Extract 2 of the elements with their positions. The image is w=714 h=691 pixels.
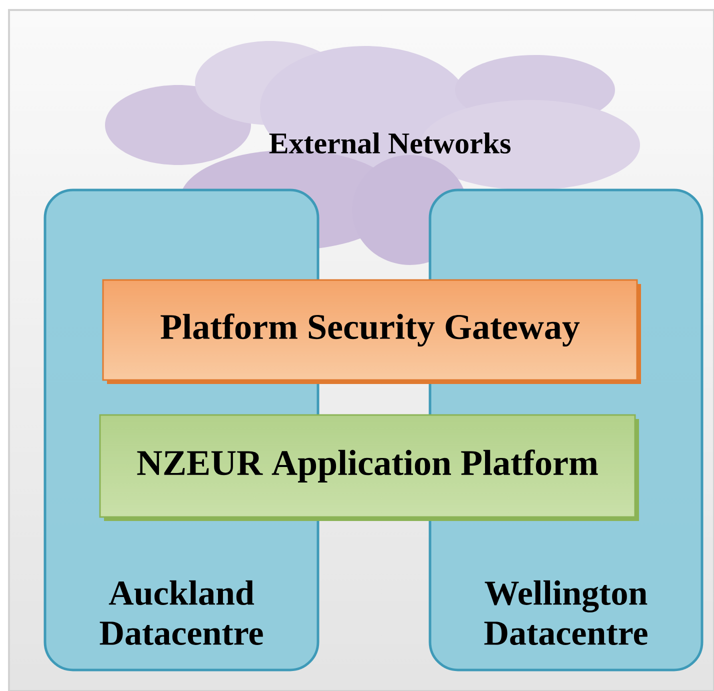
platform-bar: Platform Security Gateway [102, 279, 641, 384]
platform-bar: NZEUR Application Platform [99, 414, 639, 521]
